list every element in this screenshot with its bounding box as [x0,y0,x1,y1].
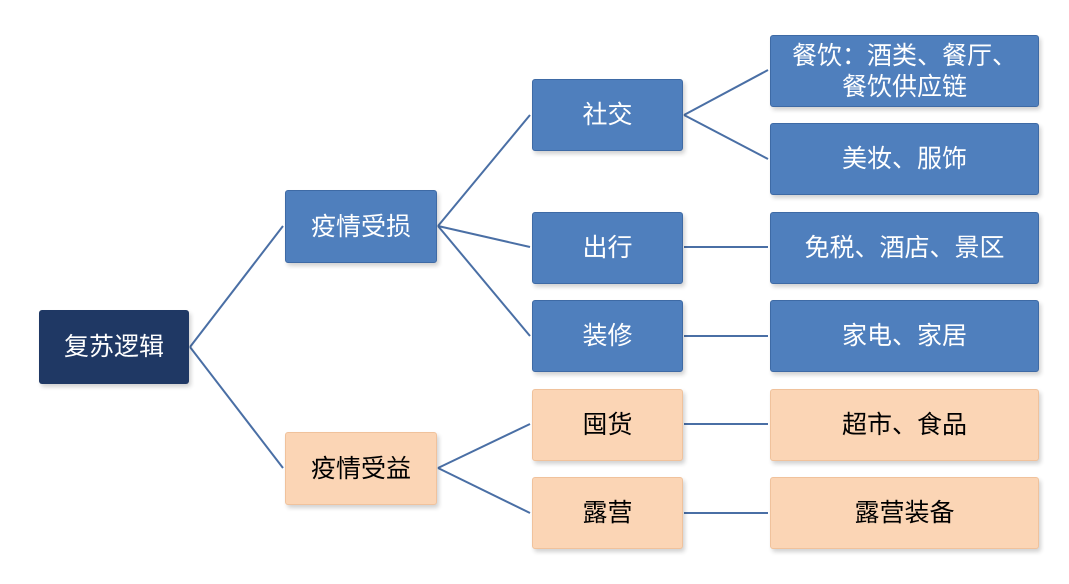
leaf-camping-gear: 露营装备 [770,477,1039,549]
category-camping: 露营 [532,477,683,549]
connector-benefited-camping [437,467,531,514]
connector-root-damaged [189,225,284,348]
connector-benefited-stockpile [437,423,531,469]
leaf-dutyfree-hotel-scenic: 免税、酒店、景区 [770,212,1039,284]
category-renovation: 装修 [532,300,683,372]
root-node: 复苏逻辑 [39,310,189,384]
leaf-beauty-apparel: 美妆、服饰 [770,123,1039,195]
leaf-catering: 餐饮：酒类、餐厅、 餐饮供应链 [770,35,1039,107]
branch-benefited: 疫情受益 [285,432,437,505]
connector-social-beauty [683,114,769,160]
connector-root-benefited [189,346,284,469]
category-social: 社交 [532,79,683,151]
connector-damaged-travel [437,225,531,248]
branch-damaged: 疫情受损 [285,190,437,263]
category-travel: 出行 [532,212,683,284]
leaf-supermarket-food: 超市、食品 [770,389,1039,461]
leaf-appliance-furnishing: 家电、家居 [770,300,1039,372]
connector-damaged-social [437,114,531,227]
connector-social-food [683,69,769,116]
connector-damaged-renovation [437,225,531,337]
category-stockpile: 囤货 [532,389,683,461]
